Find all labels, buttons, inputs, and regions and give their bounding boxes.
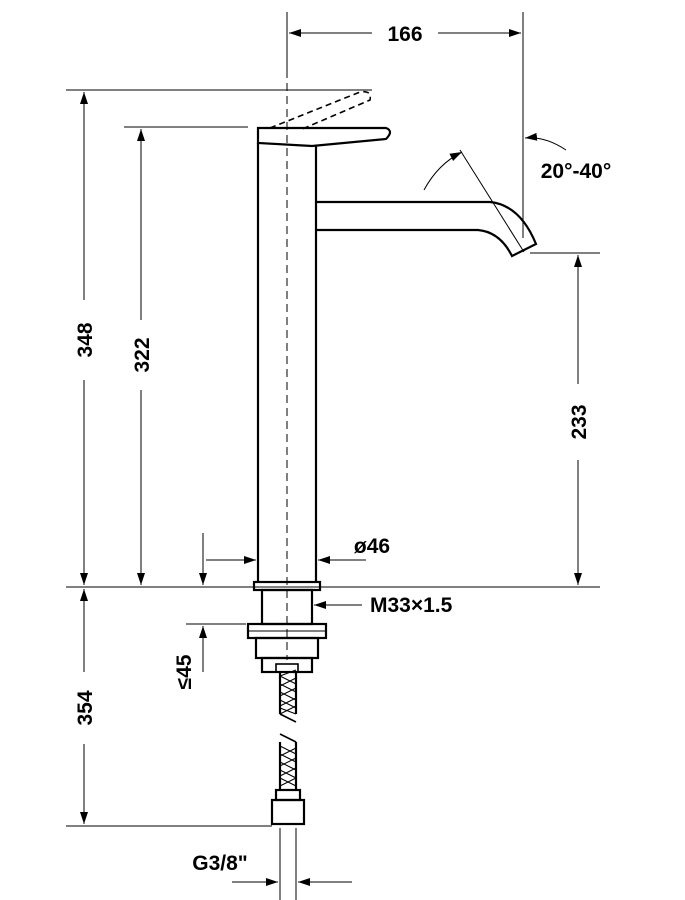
dimension-total-height: 348	[74, 92, 97, 585]
lever-handle	[256, 126, 392, 148]
dimension-body-diameter: ø46	[206, 535, 390, 564]
dimension-label-aerator-angle: 20°-40°	[541, 160, 612, 183]
dimension-label-mounting-thread: M33×1.5	[370, 594, 453, 617]
spout	[316, 200, 538, 258]
braided-hose	[278, 669, 298, 790]
lever-raised-position	[269, 90, 372, 131]
dimension-counter-thickness: ≤45	[173, 533, 207, 689]
dimension-spout-reach: 166	[289, 23, 521, 46]
dimension-hose-length: 354	[74, 589, 97, 824]
dimension-label-hose-length: 354	[74, 690, 97, 725]
dimension-lever-height: 322	[131, 129, 154, 585]
dimension-spout-height: 233	[568, 255, 591, 585]
dimension-label-lever-height: 322	[131, 337, 154, 372]
dimension-mounting-thread: M33×1.5	[314, 594, 453, 617]
reference-lines	[66, 12, 600, 900]
dimension-hose-connection: G3/8"	[192, 852, 352, 886]
hose-connector	[274, 788, 302, 802]
dimension-label-spout-height: 233	[568, 404, 591, 439]
dimension-label-hose-connection: G3/8"	[192, 852, 247, 875]
dimension-label-spout-reach: 166	[387, 23, 422, 46]
dimension-label-body-diameter: ø46	[354, 535, 390, 558]
faucet-outline	[252, 18, 538, 660]
dimension-label-counter-thickness: ≤45	[173, 654, 196, 689]
dimension-label-total-height: 348	[74, 322, 97, 357]
dimension-aerator-angle: 20°-40°	[423, 132, 612, 191]
mounting-fittings	[246, 588, 328, 826]
